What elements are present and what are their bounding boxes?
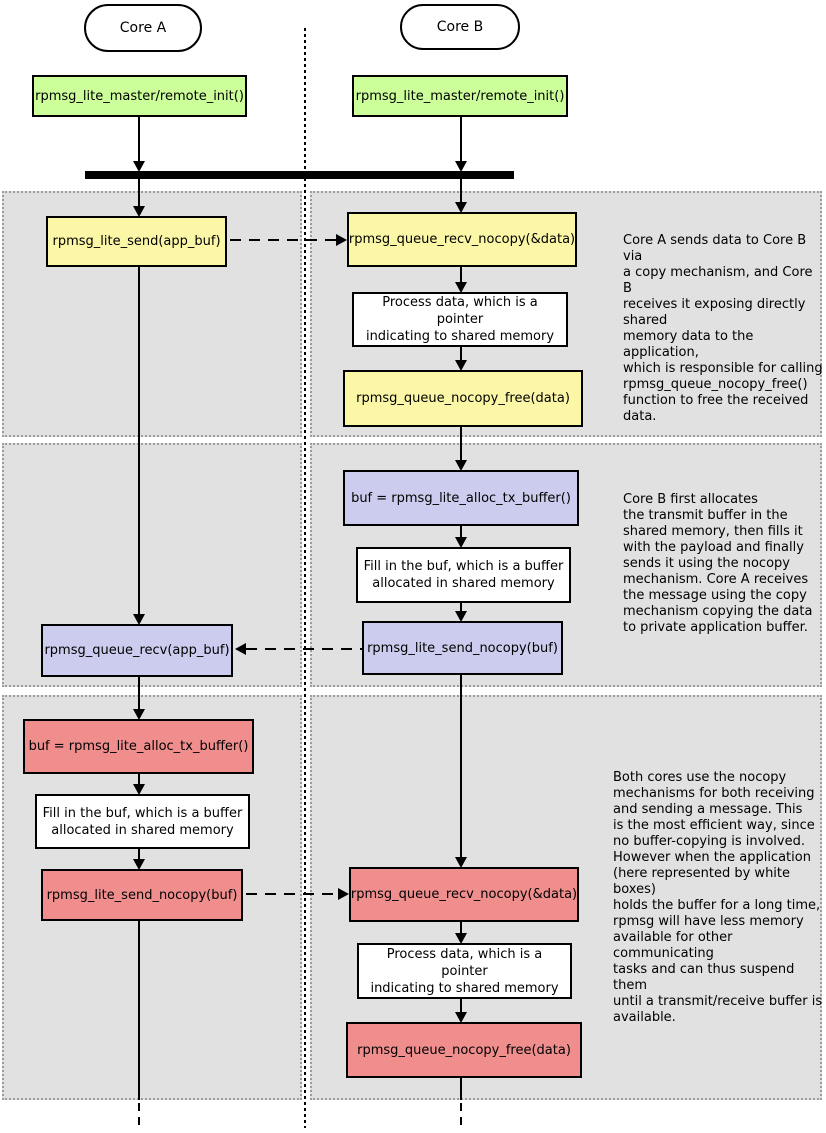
arrow-down-icon bbox=[455, 857, 467, 868]
message-arrow-a-to-b bbox=[230, 239, 336, 241]
arrow-right-icon bbox=[336, 234, 347, 246]
arrow-down-icon bbox=[455, 933, 467, 944]
rpmsg-lite-send-box: rpmsg_lite_send(app_buf) bbox=[46, 216, 227, 267]
lifeline-b-segment bbox=[460, 1078, 462, 1100]
section2-note: Core B first allocates the transmit buff… bbox=[623, 492, 813, 635]
rpmsg-queue-recv-nocopy-box: rpmsg_queue_recv_nocopy(&data) bbox=[349, 867, 579, 922]
arrow-down-icon bbox=[455, 460, 467, 471]
rpmsg-lite-alloc-tx-buffer-box: buf = rpmsg_lite_alloc_tx_buffer() bbox=[23, 719, 254, 774]
rpmsg-queue-recv-nocopy-box: rpmsg_queue_recv_nocopy(&data) bbox=[347, 212, 577, 267]
process-data-box: Process data, which is a pointer indicat… bbox=[352, 292, 568, 347]
arrow-down-icon bbox=[133, 784, 145, 795]
sync-bar bbox=[85, 171, 514, 179]
actor-core-a: Core A bbox=[84, 4, 202, 52]
lifeline-b-segment bbox=[460, 117, 462, 162]
lifeline-b-segment bbox=[460, 675, 462, 858]
lifeline-b-segment bbox=[460, 427, 462, 461]
arrow-down-icon bbox=[455, 537, 467, 548]
arrow-down-icon bbox=[133, 161, 145, 172]
process-data-box: Process data, which is a pointer indicat… bbox=[357, 943, 572, 999]
message-arrow-a-to-b bbox=[246, 893, 338, 895]
arrow-left-icon bbox=[235, 643, 246, 655]
arrow-down-icon bbox=[455, 202, 467, 213]
lifeline-b-segment bbox=[460, 999, 462, 1013]
arrow-down-icon bbox=[455, 161, 467, 172]
init-box-core-b: rpmsg_lite_master/remote_init() bbox=[352, 75, 568, 117]
lifeline-a-end-dashed bbox=[138, 1103, 140, 1129]
lifeline-b-segment bbox=[460, 267, 462, 283]
rpmsg-queue-recv-box: rpmsg_queue_recv(app_buf) bbox=[41, 624, 233, 677]
lifeline-b-segment bbox=[460, 603, 462, 612]
lifeline-b-segment bbox=[460, 526, 462, 538]
arrow-down-icon bbox=[455, 1012, 467, 1023]
rpmsg-lite-send-nocopy-box: rpmsg_lite_send_nocopy(buf) bbox=[362, 621, 563, 675]
fill-buf-box: Fill in the buf, which is a buffer alloc… bbox=[35, 794, 250, 849]
arrow-down-icon bbox=[133, 614, 145, 625]
lifeline-b-end-dashed bbox=[460, 1103, 462, 1129]
lifeline-b-segment bbox=[460, 179, 462, 202]
lifeline-a-segment bbox=[138, 921, 140, 1100]
core-divider-line bbox=[304, 28, 306, 1128]
section1-note: Core A sends data to Core B via a copy m… bbox=[623, 233, 823, 424]
section3-note: Both cores use the nocopy mechanisms for… bbox=[613, 770, 823, 1025]
arrow-down-icon bbox=[133, 709, 145, 720]
arrow-down-icon bbox=[133, 859, 145, 870]
lifeline-b-segment bbox=[460, 922, 462, 934]
actor-core-b: Core B bbox=[400, 4, 520, 50]
rpmsg-queue-nocopy-free-box: rpmsg_queue_nocopy_free(data) bbox=[346, 1022, 582, 1078]
fill-buf-box: Fill in the buf, which is a buffer alloc… bbox=[356, 547, 571, 603]
lifeline-a-segment bbox=[138, 267, 140, 615]
rpmsg-queue-nocopy-free-box: rpmsg_queue_nocopy_free(data) bbox=[343, 370, 583, 427]
lifeline-a-segment bbox=[138, 179, 140, 207]
lifeline-b-segment bbox=[460, 347, 462, 361]
lifeline-a-segment bbox=[138, 677, 140, 710]
lifeline-a-segment bbox=[138, 117, 140, 162]
message-arrow-b-to-a bbox=[246, 648, 362, 650]
arrow-down-icon bbox=[133, 206, 145, 217]
arrow-down-icon bbox=[455, 611, 467, 622]
arrow-down-icon bbox=[455, 282, 467, 293]
arrow-down-icon bbox=[455, 360, 467, 371]
lifeline-a-segment bbox=[138, 849, 140, 860]
rpmsg-lite-alloc-tx-buffer-box: buf = rpmsg_lite_alloc_tx_buffer() bbox=[343, 470, 579, 526]
init-box-core-a: rpmsg_lite_master/remote_init() bbox=[32, 75, 247, 117]
lifeline-a-segment bbox=[138, 774, 140, 785]
rpmsg-lite-send-nocopy-box: rpmsg_lite_send_nocopy(buf) bbox=[41, 869, 243, 921]
arrow-right-icon bbox=[338, 888, 349, 900]
